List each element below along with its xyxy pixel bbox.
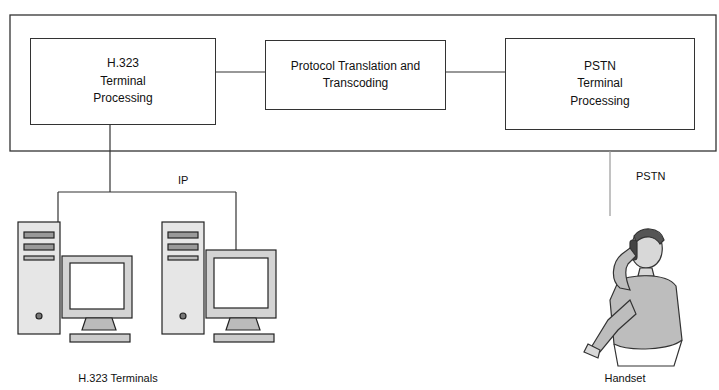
- process-box: PSTN Terminal Processing: [505, 38, 695, 130]
- box-text-group: Protocol Translation and Transcoding: [286, 58, 426, 93]
- computer-icon: [162, 222, 276, 342]
- pstn-line: [609, 151, 610, 216]
- annotation-label: Handset: [603, 372, 648, 384]
- annotation-label: PSTN: [634, 170, 667, 182]
- process-box: Protocol Translation and Transcoding: [265, 40, 446, 110]
- gateway-outline: [10, 15, 716, 151]
- annotation-label: IP: [176, 174, 190, 186]
- person-with-handset: [584, 229, 682, 366]
- annotation-label: H.323 Terminals: [76, 372, 159, 384]
- ip-network-lines: [58, 120, 236, 250]
- box-text-group: PSTN Terminal Processing: [560, 58, 640, 110]
- process-box: H.323 Terminal Processing: [30, 38, 216, 125]
- box-label: PSTN Terminal Processing: [560, 58, 640, 110]
- connector-line: [446, 71, 505, 72]
- connector-line: [216, 71, 265, 72]
- box-label: Protocol Translation and Transcoding: [286, 58, 426, 93]
- computer-icon: [18, 222, 132, 342]
- box-text-group: H.323 Terminal Processing: [83, 55, 163, 107]
- box-label: H.323 Terminal Processing: [83, 55, 163, 107]
